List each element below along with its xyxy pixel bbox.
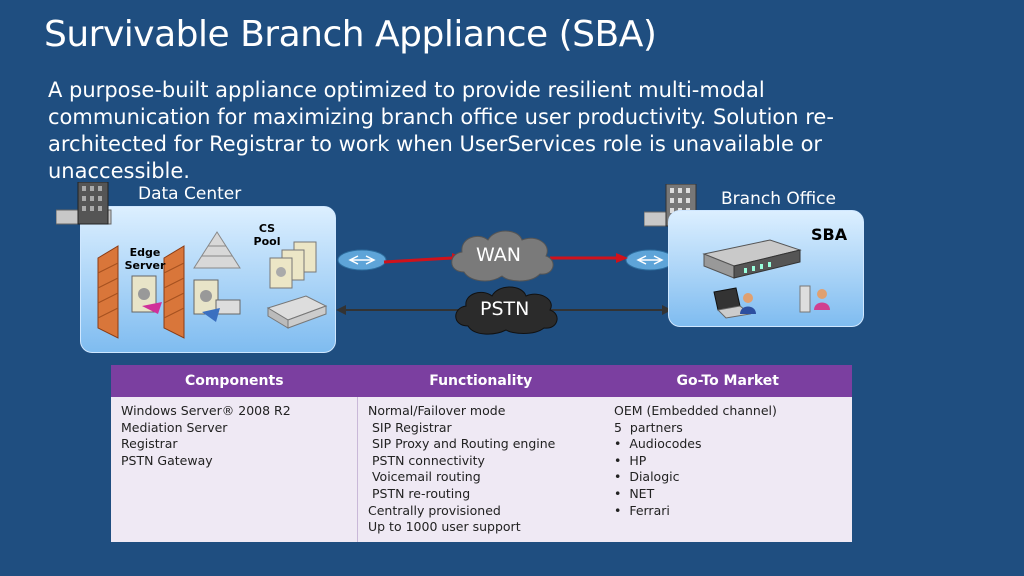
list-item: 5 partners <box>614 419 683 435</box>
pstn-cloud-icon <box>455 286 558 335</box>
list-item: PSTN connectivity <box>368 452 485 468</box>
data-center-label: Data Center <box>138 184 242 204</box>
branch-office-label: Branch Office <box>721 189 836 209</box>
list-item: • NET <box>614 485 655 501</box>
list-item: PSTN re-routing <box>368 485 471 501</box>
cs-pool-label: CS Pool <box>253 222 281 248</box>
list-item: • Dialogic <box>614 469 680 485</box>
components-cell: Windows Server® 2008 R2 Mediation Server… <box>111 397 358 542</box>
cs-pool-servers-icon <box>269 241 317 289</box>
list-item: SIP Registrar <box>368 419 452 435</box>
slide-subtitle: A purpose-built appliance optimized to p… <box>48 78 834 183</box>
wan-cloud-icon <box>451 230 554 282</box>
list-item: Mediation Server <box>121 419 228 435</box>
header-go-to-market: Go-To Market <box>604 365 852 397</box>
functionality-cell: Normal/Failover mode SIP Registrar SIP P… <box>357 397 604 542</box>
header-components: Components <box>111 365 358 397</box>
list-item: Up to 1000 user support <box>368 519 521 535</box>
router-icon-datacenter <box>337 249 387 271</box>
info-table: Components Functionality Go-To Market Wi… <box>111 365 852 542</box>
wan-label: WAN <box>476 244 521 266</box>
list-item: Registrar <box>121 436 178 452</box>
pstn-gateway-icon <box>266 295 328 329</box>
sba-appliance-icon <box>702 239 802 279</box>
pstn-label: PSTN <box>480 298 530 320</box>
list-item: Normal/Failover mode <box>368 403 506 418</box>
edge-server-icon <box>131 275 162 314</box>
list-item: OEM (Embedded channel) <box>614 403 777 418</box>
data-center-building-icon <box>56 182 112 225</box>
list-item: Centrally provisioned <box>368 502 501 518</box>
list-item: • Audiocodes <box>614 436 702 452</box>
list-item: • Ferrari <box>614 502 670 518</box>
header-functionality: Functionality <box>357 365 604 397</box>
edge-server-label: Edge Server <box>124 246 166 272</box>
list-item: Windows Server® 2008 R2 <box>121 403 291 418</box>
go-to-market-cell: OEM (Embedded channel) 5 partners • Audi… <box>604 397 852 542</box>
pyramid-icon <box>193 231 241 269</box>
list-item: Voicemail routing <box>368 469 481 485</box>
mediation-server-icon <box>193 279 241 322</box>
list-item: SIP Proxy and Routing engine <box>368 436 556 452</box>
slide-title: Survivable Branch Appliance (SBA) <box>44 14 657 55</box>
laptop-user-icon <box>713 287 756 319</box>
list-item: • HP <box>614 452 647 468</box>
firewall-icon <box>97 245 185 339</box>
sba-label: SBA <box>811 225 848 244</box>
list-item: PSTN Gateway <box>121 452 213 468</box>
phone-user-icon <box>799 285 830 313</box>
